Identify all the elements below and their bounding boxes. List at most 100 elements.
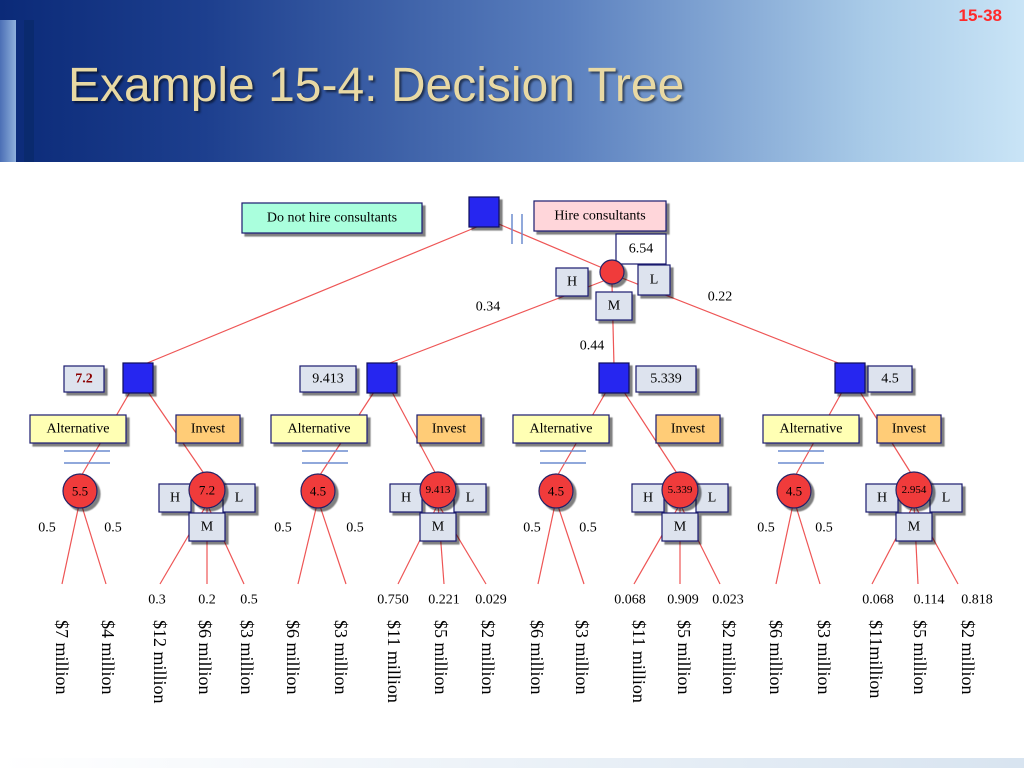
do-not-hire-box-rect [241, 202, 423, 234]
subtree-4-alternative-chance-node: 4.5 [776, 473, 812, 509]
subtree-3-alternative-chance-node-shape [538, 473, 574, 509]
subtree-4-alt-leaf-edge-2 [793, 499, 821, 585]
subtree-2-alt-prob-1: 0.5 [274, 521, 292, 536]
hire-consultants-box-label: Hire consultants [554, 209, 645, 224]
subtree-1-invest-outcome-m-label: M [201, 520, 214, 535]
hire-value-box: 6.54 [615, 233, 667, 265]
subtree-2-invest-outcome-m: M [419, 512, 457, 542]
subtree-1-invest-prob-3: 0.5 [240, 593, 258, 608]
subtree-4-invest-box-label: Invest [892, 422, 926, 437]
subtree-4-invest-outcome-m: M [895, 512, 933, 542]
subtree-4-invest-outcome-h-label: H [877, 491, 887, 506]
subtree-4-invest-outcome-l-rect [929, 483, 963, 513]
prob-hire-low: 0.22 [708, 290, 733, 305]
hire-outcome-m-label: M [608, 299, 621, 314]
subtree-4-invest-prob-2: 0.114 [914, 593, 945, 608]
subtree-2-invest-outcome-m-label: M [432, 520, 445, 535]
subtree-3-invest-outcome-m-label: M [674, 520, 687, 535]
subtree-3-alternative-chance-node-label: 4.5 [548, 484, 564, 499]
subtree-1-payoff-3: $12 million [150, 620, 170, 704]
subtree-1-alternative-chance-node-label: 5.5 [72, 484, 88, 499]
subtree-3-invest-prob-3: 0.023 [712, 593, 744, 608]
subtree-2-invest-prob-2: 0.221 [428, 593, 460, 608]
subtree-4-value-box-label: 4.5 [881, 372, 899, 387]
hire-chance-node [599, 259, 625, 285]
subtree-3-invest-prob-1: 0.068 [614, 593, 646, 608]
subtree-1-decision-node [122, 362, 154, 394]
footer-rule [0, 758, 1024, 768]
subtree-1-payoff-4: $6 million [195, 620, 215, 695]
subtree-2-payoff-1: $6 million [283, 620, 303, 695]
subtree-3-alternative-box-label: Alternative [530, 422, 593, 437]
hire-value-box-rect [615, 233, 667, 265]
header-accent-bar [0, 20, 16, 162]
subtree-4-invest-prob-3: 0.818 [961, 593, 993, 608]
subtree-2-invest-chance-node-label: 9.413 [426, 484, 451, 496]
subtree-2-value-box: 9.413 [299, 365, 357, 393]
subtree-3-invest-outcome-m: M [661, 512, 699, 542]
hire-outcome-m: M [595, 291, 633, 321]
hire-value-box-label: 6.54 [629, 242, 654, 257]
subtree-2-payoff-3: $11 million [384, 620, 404, 703]
slide-number: 15-38 [958, 6, 1002, 25]
prob-hire-high: 0.34 [476, 300, 501, 315]
subtree-4-invest-outcome-l: L [929, 483, 963, 513]
root-decision-node [468, 196, 500, 228]
slide-title: Example 15-4: Decision Tree [68, 59, 685, 112]
prob-hire-medium: 0.44 [580, 339, 605, 354]
subtree-3-payoff-3: $11 million [629, 620, 649, 703]
subtree-4-alternative-box: Alternative [762, 414, 860, 444]
subtree-4-invest-outcome-h-rect [865, 483, 899, 513]
subtree-3-payoff-2: $3 million [572, 620, 592, 695]
subtree-2-value-box-label: 9.413 [312, 372, 344, 387]
subtree-2-alternative-chance-node-shape [300, 473, 336, 509]
subtree-2-alternative-chance-node-label: 4.5 [310, 484, 326, 499]
subtree-1-value-box-label: 7.2 [75, 372, 93, 387]
subtree-2-invest-chance-node: 9.413 [419, 471, 457, 509]
subtree-3-payoff-4: $5 million [674, 620, 694, 695]
subtree-3-value-box-label: 5.339 [650, 372, 682, 387]
subtree-3-alt-leaf-edge-2 [555, 499, 585, 585]
subtree-3-alt-leaf-edge-1 [537, 499, 557, 585]
subtree-2-edge-invest [391, 391, 439, 479]
subtree-1-alternative-box-rect [29, 414, 127, 444]
subtree-2-payoff-4: $5 million [431, 620, 451, 695]
subtree-1-invest-outcome-l-label: L [235, 491, 244, 506]
hire-outcome-l-label: L [650, 273, 659, 288]
hire-chance-node-shape [599, 259, 625, 285]
edge-hire [493, 221, 613, 273]
subtree-2-payoff-5: $2 million [478, 620, 498, 695]
subtree-3-invest-box: Invest [655, 414, 721, 444]
subtree-4-payoff-2: $3 million [814, 620, 834, 695]
subtree-1-payoff-5: $3 million [237, 620, 257, 695]
subtree-1-invest-prob-2: 0.2 [198, 593, 216, 608]
slide-header: 15-38 Example 15-4: Decision Tree [0, 0, 1024, 162]
subtree-1-invest-outcome-l: L [222, 483, 256, 513]
subtree-4-payoff-4: $5 million [910, 620, 930, 695]
subtree-1-alternative-chance-node: 5.5 [62, 473, 98, 509]
subtree-2-invest-outcome-h: H [389, 483, 423, 513]
subtree-3-invest-outcome-h: H [631, 483, 665, 513]
subtree-1-invest-box-label: Invest [191, 422, 225, 437]
subtree-2-invest-prob-3: 0.029 [475, 593, 507, 608]
subtree-1-alt-prob-1: 0.5 [38, 521, 56, 536]
subtree-4-invest-outcome-m-label: M [908, 520, 921, 535]
hire-consultants-box-rect [533, 200, 667, 232]
subtree-1-payoff-2: $4 million [98, 620, 118, 695]
subtree-1-invest-outcome-l-rect [222, 483, 256, 513]
subtree-4-decision-node [834, 362, 866, 394]
subtree-3-alternative-box: Alternative [512, 414, 610, 444]
subtree-4-alternative-box-label: Alternative [780, 422, 843, 437]
subtree-1-value-box: 7.2 [63, 365, 105, 393]
subtree-4-alt-prob-2: 0.5 [815, 521, 833, 536]
subtree-4-invest-box: Invest [876, 414, 942, 444]
subtree-1-alternative-chance-node-shape [62, 473, 98, 509]
subtree-4-value-box-rect [867, 365, 913, 393]
subtree-1-invest-outcome-h: H [158, 483, 192, 513]
subtree-1-invest-chance-node-shape [188, 471, 226, 509]
subtree-1-alt-leaf-edge-1 [61, 499, 81, 585]
subtree-2-alternative-box: Alternative [270, 414, 368, 444]
subtree-2-alternative-chance-node: 4.5 [300, 473, 336, 509]
subtree-2-alternative-box-rect [270, 414, 368, 444]
